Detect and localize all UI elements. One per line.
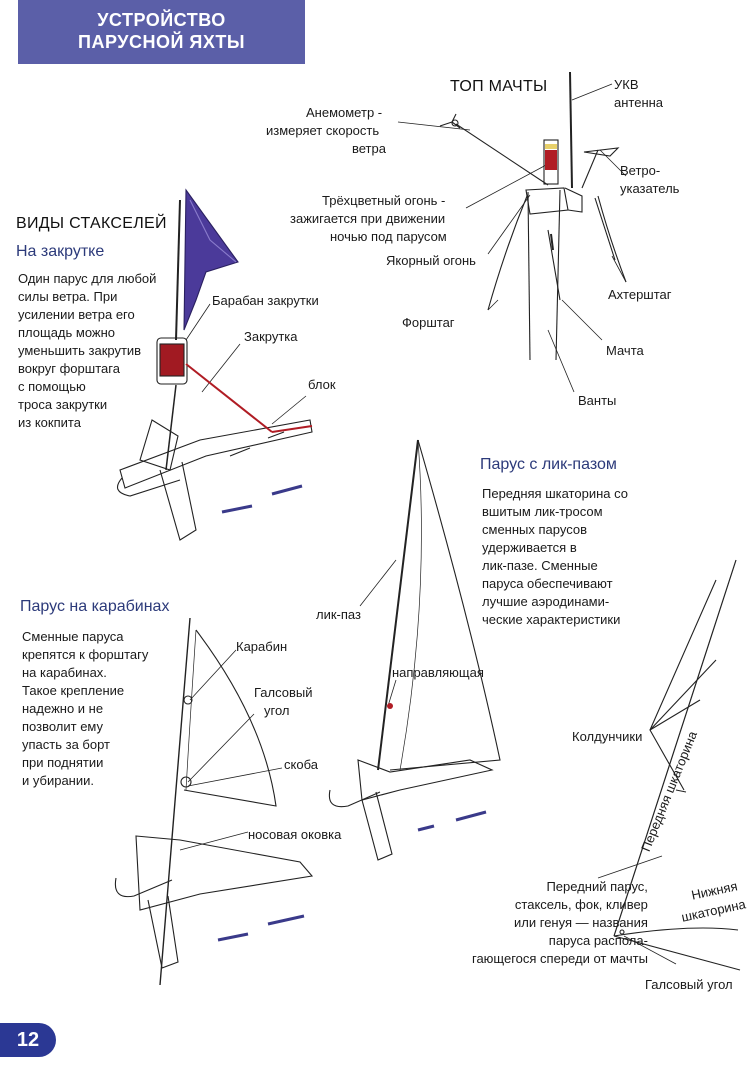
label-furling-drum: Барабан закрутки <box>212 293 319 308</box>
mast-top-drawing <box>397 71 627 393</box>
label-guide: направляющая <box>392 665 484 680</box>
label-anemometer-1: Анемометр - <box>306 105 383 120</box>
label-ukv-2: антенна <box>614 95 664 110</box>
label-luff-groove: лик-паз <box>316 607 361 622</box>
luff-groove-text: Передняя шкаторина со вшитым лик-тросом … <box>482 486 628 627</box>
hanked-jib-drawing <box>114 617 314 986</box>
label-shrouds: Ванты <box>578 393 617 408</box>
mast-top-heading: ТОП МАЧТЫ <box>450 78 548 95</box>
label-telltales: Колдунчики <box>572 729 643 744</box>
headsail-text: Передний парус, стаксель, фок, кливер ил… <box>472 879 648 966</box>
label-block: блок <box>308 377 336 392</box>
label-ukv-1: УКВ <box>614 77 639 92</box>
label-hank: Карабин <box>236 639 288 654</box>
title-banner: УСТРОЙСТВО ПАРУСНОЙ ЯХТЫ <box>18 0 305 64</box>
jib-types-heading: ВИДЫ СТАКСЕЛЕЙ <box>16 215 167 232</box>
label-anemometer-3: ветра <box>352 141 386 156</box>
label-tricolor-3: ночью под парусом <box>330 229 447 244</box>
label-forestay: Форштаг <box>402 315 455 330</box>
title-line-2: ПАРУСНОЙ ЯХТЫ <box>78 32 245 52</box>
label-shackle: скоба <box>284 757 318 772</box>
title-line-1: УСТРОЙСТВО <box>97 10 226 30</box>
label-stemhead: носовая оковка <box>248 827 342 842</box>
label-anchor-light: Якорный огонь <box>386 253 476 268</box>
label-headsail-tack: Галсовый угол <box>645 977 733 992</box>
label-vane-1: Ветро- <box>620 163 661 178</box>
luff-groove-heading: Парус с лик-пазом <box>480 456 617 473</box>
label-tack-2: угол <box>264 703 290 718</box>
label-vane-2: указатель <box>620 181 680 196</box>
furling-text: Один парус для любой силы ветра. При уси… <box>18 271 157 430</box>
furling-heading: На закрутке <box>16 243 105 260</box>
hanks-text: Сменные паруса крепятся к форштагу на ка… <box>22 629 149 788</box>
page-number: 12 <box>0 1023 56 1057</box>
headsail-drawing <box>597 559 741 971</box>
label-backstay: Ахтерштаг <box>608 287 672 302</box>
label-anemometer-2: измеряет скорость <box>266 123 380 138</box>
hanks-heading: Парус на карабинах <box>20 598 170 615</box>
label-mast: Мачта <box>606 343 644 358</box>
luff-groove-drawing <box>328 439 501 861</box>
label-tricolor-2: зажигается при движении <box>290 211 446 226</box>
label-tack-1: Галсовый <box>254 685 313 700</box>
label-tricolor-1: Трёхцветный огонь - <box>322 193 446 208</box>
furling-jib-drawing <box>116 199 313 541</box>
label-furling: Закрутка <box>244 329 298 344</box>
